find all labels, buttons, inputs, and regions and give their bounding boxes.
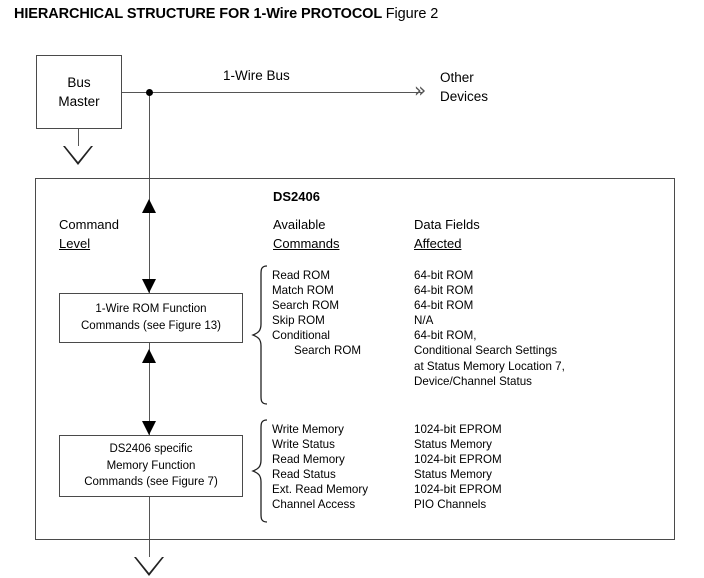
memory-function-box-line3: Commands (see Figure 7) — [84, 476, 218, 489]
memory-data-fields-list: 1024-bit EPROM Status Memory 1024-bit EP… — [414, 422, 502, 513]
column-header-command-line1: Command — [59, 217, 119, 232]
column-header-command-line2: Level — [59, 235, 91, 251]
bus-master-label-line2: Master — [58, 94, 100, 109]
column-header-datafields-line2: Affected — [414, 235, 462, 251]
column-header-available-line1: Available — [273, 217, 326, 232]
list-item: 1024-bit EPROM — [414, 423, 502, 436]
one-wire-bus-label: 1-Wire Bus — [223, 68, 290, 83]
list-item: 1024-bit EPROM — [414, 453, 502, 467]
ds2406-device-header: DS2406 — [273, 189, 320, 204]
list-item: Ext. Read Memory — [272, 483, 368, 497]
list-item: Read Status — [272, 468, 336, 482]
memory-function-box-line1: DS2406 specific — [109, 442, 193, 455]
bus-master-label-line1: Bus — [67, 74, 91, 90]
list-item: Search ROM — [294, 344, 362, 358]
curly-brace-rom-icon — [251, 265, 268, 405]
other-devices-line2: Devices — [440, 89, 489, 105]
list-item: Write Status — [272, 438, 335, 452]
list-item: Conditional Search Settings — [414, 344, 558, 358]
list-item: 64-bit ROM — [414, 269, 474, 282]
other-devices-line1: Other — [440, 70, 474, 85]
column-header-available-line2: Commands — [273, 235, 340, 251]
rom-commands-list: Read ROM Match ROM Search ROM Skip ROM C… — [272, 268, 361, 359]
ground-triangle-fill — [135, 557, 162, 573]
list-item: N/A — [414, 314, 434, 328]
list-item: Status Memory — [414, 438, 492, 452]
memory-function-commands-box: DS2406 specific Memory Function Commands… — [59, 435, 243, 497]
list-item: 64-bit ROM — [414, 299, 474, 313]
rom-function-box-line1: 1-Wire ROM Function — [95, 303, 207, 316]
list-item: 64-bit ROM — [414, 284, 474, 298]
page-title-main: HIERARCHICAL STRUCTURE FOR 1-Wire PROTOC… — [14, 6, 382, 22]
ground-stem-bottom — [148, 540, 150, 558]
column-header-command-level: Command Level — [59, 216, 119, 254]
ds2406-container-box — [35, 178, 675, 540]
figure-number: Figure 2 — [385, 6, 439, 22]
one-wire-bus-line — [122, 92, 422, 94]
column-header-available-commands: Available Commands — [273, 216, 339, 254]
list-item: 1024-bit EPROM — [414, 483, 502, 497]
list-item: Search ROM — [272, 299, 340, 313]
other-devices-label: Other Devices — [440, 68, 488, 106]
list-item: PIO Channels — [414, 498, 487, 512]
ground-triangle-fill — [64, 146, 91, 162]
list-item: Status Memory — [414, 468, 492, 482]
arrow-up-to-rom-box-icon — [141, 349, 156, 363]
rom-function-commands-box: 1-Wire ROM Function Commands (see Figure… — [59, 293, 243, 343]
rom-function-box-line2: Commands (see Figure 13) — [81, 320, 221, 332]
list-item: Match ROM — [272, 284, 334, 298]
bus-master-box: Bus Master — [36, 55, 122, 129]
rom-data-fields-list: 64-bit ROM 64-bit ROM 64-bit ROM N/A 64-… — [414, 268, 565, 389]
arrow-down-to-memory-box-icon — [141, 421, 156, 435]
column-header-data-fields-affected: Data Fields Affected — [414, 216, 480, 254]
list-item: at Status Memory Location 7, — [414, 359, 565, 373]
column-header-datafields-line1: Data Fields — [414, 217, 480, 232]
list-item: Channel Access — [272, 498, 356, 512]
list-item: Read Memory — [272, 453, 345, 467]
list-item: Device/Channel Status — [414, 374, 532, 388]
ground-stem-top — [78, 129, 80, 147]
list-item: Write Memory — [272, 423, 344, 436]
double-chevron-right-icon: » — [414, 78, 427, 102]
junction-dot-icon — [146, 89, 153, 96]
curly-brace-memory-icon — [251, 419, 268, 523]
list-item: 64-bit ROM, — [414, 329, 477, 343]
list-item: Conditional — [272, 329, 331, 343]
list-item: Read ROM — [272, 269, 330, 282]
memory-function-box-line2: Memory Function — [106, 459, 196, 472]
arrow-down-to-rom-box-icon — [141, 279, 156, 293]
arrow-up-to-bus-icon — [141, 199, 156, 213]
memory-commands-list: Write Memory Write Status Read Memory Re… — [272, 422, 368, 513]
page-title: HIERARCHICAL STRUCTURE FOR 1-Wire PROTOC… — [14, 6, 438, 22]
list-item: Skip ROM — [272, 314, 325, 328]
